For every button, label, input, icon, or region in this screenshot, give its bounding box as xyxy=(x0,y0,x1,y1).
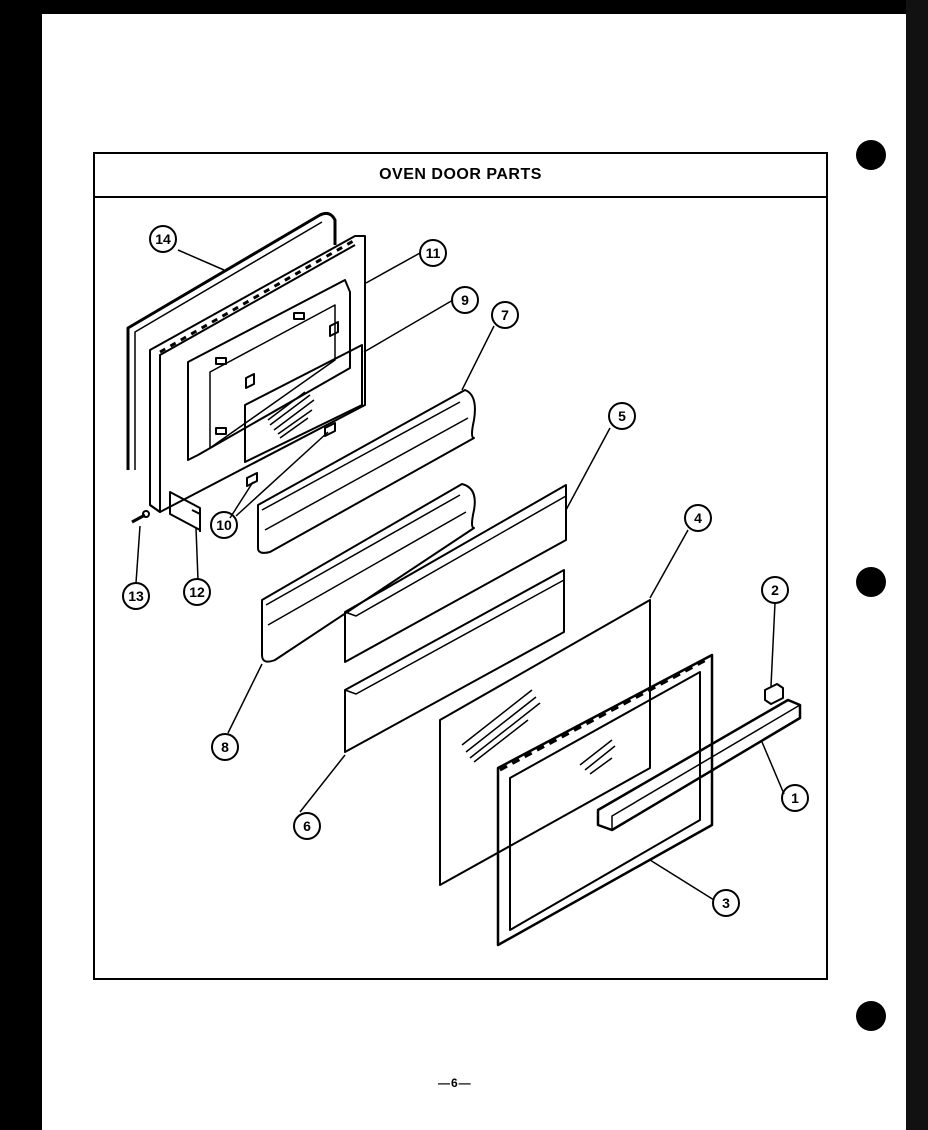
scan-border-left xyxy=(0,0,42,1130)
part-1-handle xyxy=(596,698,802,832)
binder-hole-top xyxy=(856,140,886,170)
callout-1: 1 xyxy=(791,790,799,806)
callout-3: 3 xyxy=(722,895,730,911)
callout-4: 4 xyxy=(694,510,702,526)
callout-10: 10 xyxy=(216,517,232,533)
part-4-glass-panel xyxy=(439,599,651,886)
part-8-insulation-bottom xyxy=(261,483,476,663)
part-7-insulation-top xyxy=(257,389,476,554)
part-14-gasket xyxy=(126,211,337,470)
part-3-outer-frame xyxy=(496,653,714,947)
scan-border-right xyxy=(906,0,928,1130)
callout-11: 11 xyxy=(426,245,441,261)
page-title: OVEN DOOR PARTS xyxy=(379,166,542,183)
part-5-baffle xyxy=(344,484,567,663)
part-11-door-liner xyxy=(149,235,366,513)
callout-14: 14 xyxy=(155,231,171,247)
part-12-hinge-block xyxy=(169,491,201,532)
callout-12: 12 xyxy=(189,584,205,600)
page-number: —6— xyxy=(438,1076,472,1090)
callout-9: 9 xyxy=(461,292,469,308)
part-10-brackets xyxy=(246,422,336,487)
part-9-window-panel xyxy=(244,344,363,463)
binder-hole-bottom xyxy=(856,1001,886,1031)
callout-2: 2 xyxy=(771,582,779,598)
callout-13: 13 xyxy=(128,588,144,604)
callout-8: 8 xyxy=(221,739,229,755)
part-2-end-cap xyxy=(764,683,784,705)
title-bar: OVEN DOOR PARTS xyxy=(95,154,826,198)
scan-border-top xyxy=(0,0,928,14)
part-13-screw xyxy=(131,510,150,524)
callout-6: 6 xyxy=(303,818,311,834)
binder-hole-middle xyxy=(856,567,886,597)
callout-7: 7 xyxy=(501,307,509,323)
part-6-lower-baffle xyxy=(344,569,565,753)
callout-circles xyxy=(122,225,809,917)
diagram-frame: OVEN DOOR PARTS xyxy=(93,152,828,980)
callout-5: 5 xyxy=(618,408,626,424)
leader-lines xyxy=(135,249,785,901)
